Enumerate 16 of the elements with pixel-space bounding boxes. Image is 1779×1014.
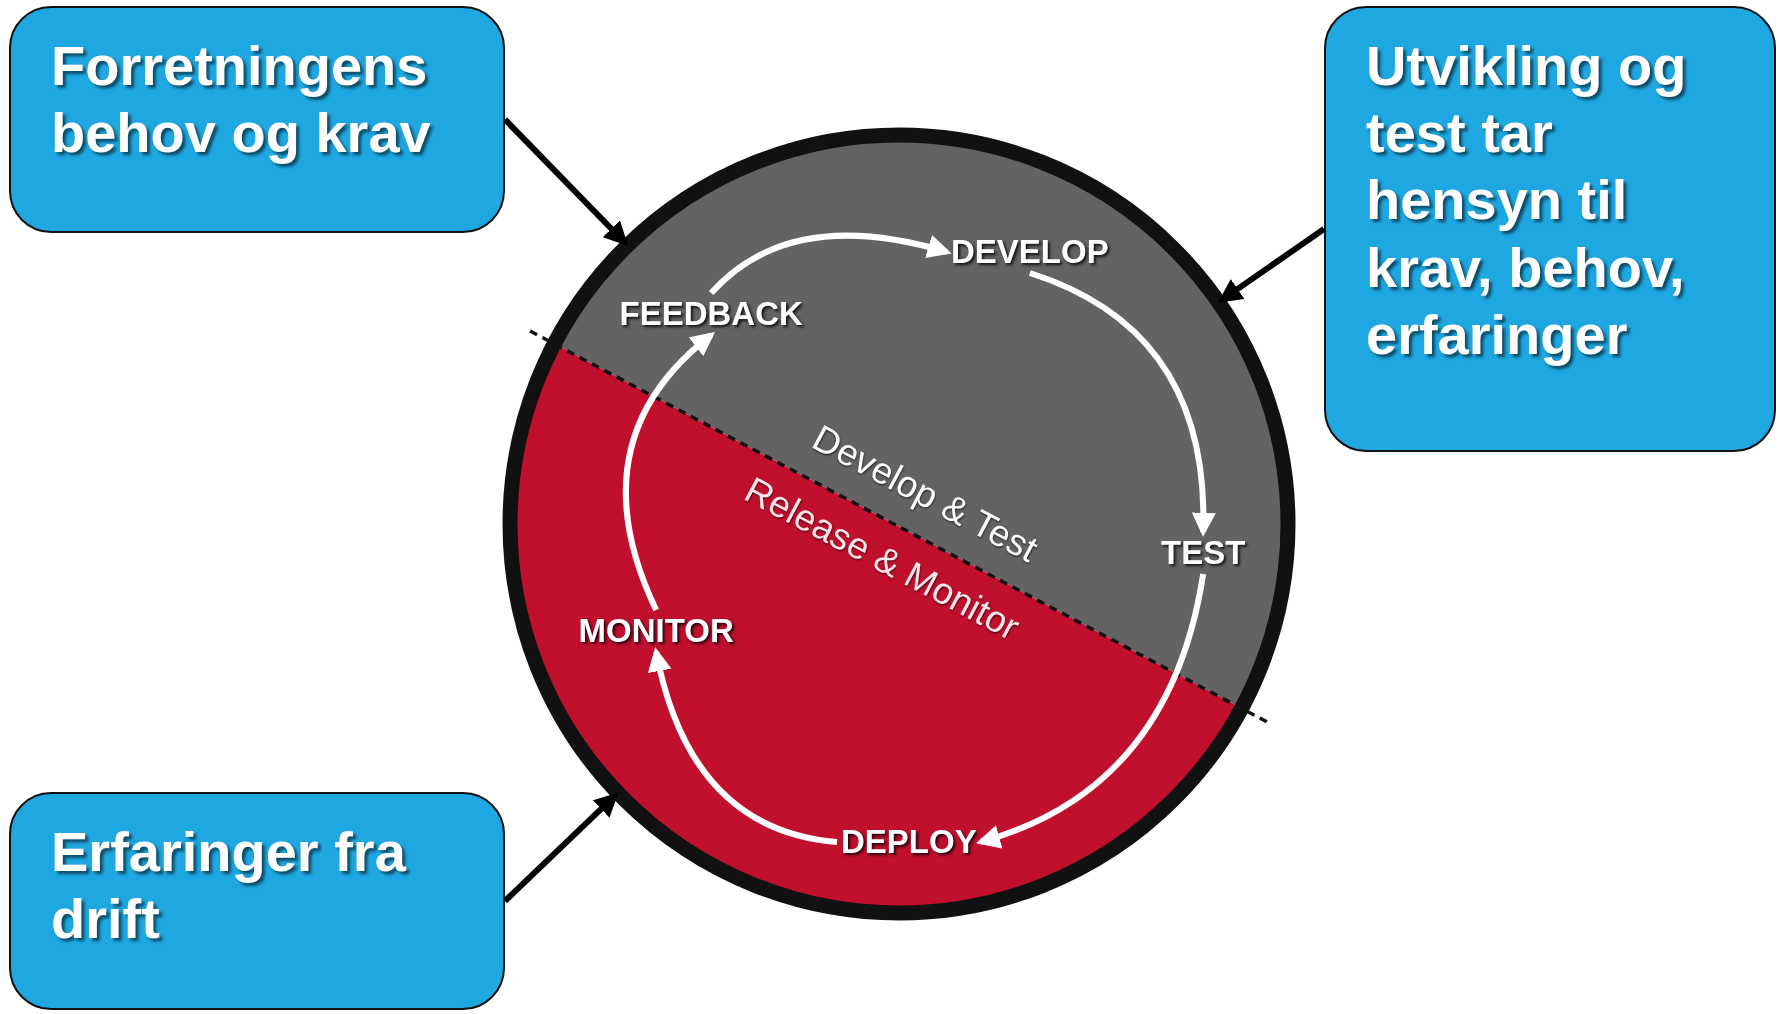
stage-label: DEPLOY [841,823,977,861]
arrow [623,331,715,612]
callout-box: Forretningens behov og krav [9,6,505,233]
stage-label: FEEDBACK [619,295,803,333]
callout-box: Utvikling og test tar hensyn til krav, behov, erfaringer [1324,6,1776,452]
arrow [1028,270,1216,537]
arrow [502,117,629,246]
callout-box: Erfaringer fra drift [9,792,505,1010]
arrow [976,573,1207,848]
arrow [648,647,838,845]
stage-label: DEVELOP [951,233,1109,271]
arrow [709,232,952,296]
arrow [1217,226,1326,303]
stage-label: TEST [1161,534,1246,572]
arrow [502,792,619,904]
stage-label: MONITOR [578,612,734,650]
